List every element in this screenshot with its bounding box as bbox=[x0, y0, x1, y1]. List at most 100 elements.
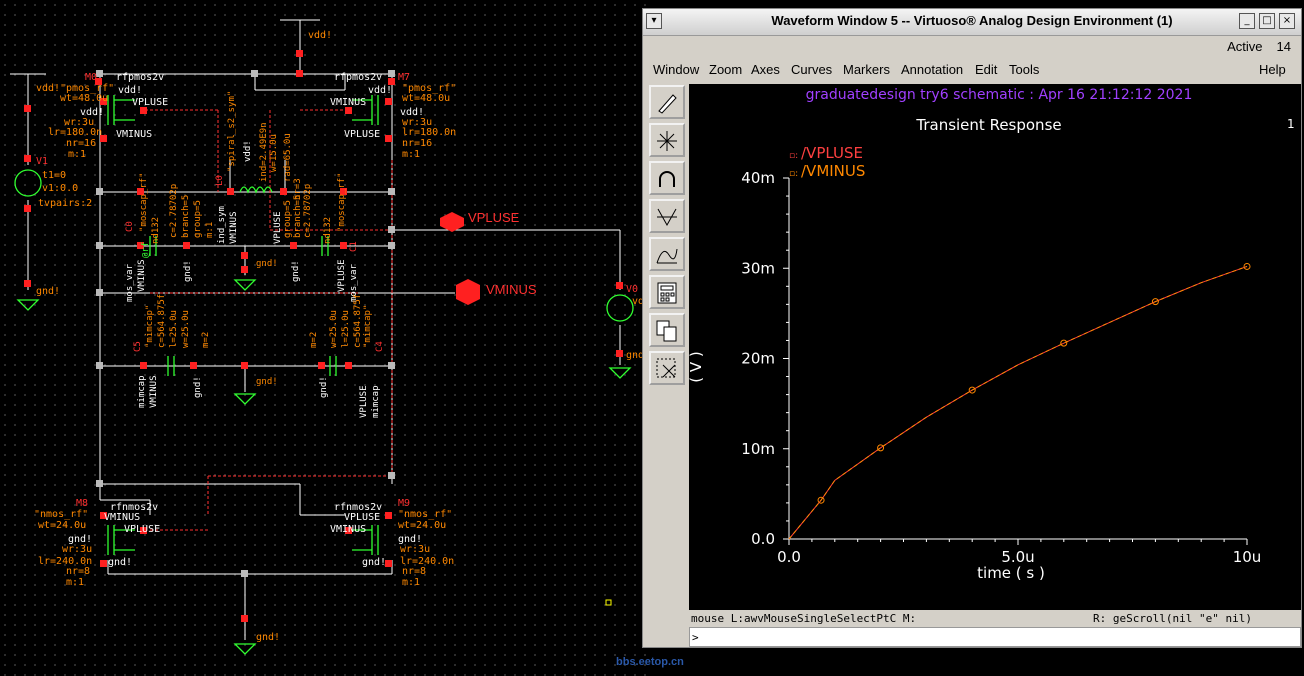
label-m0-lr: lr=180.0n bbox=[48, 127, 102, 138]
watermark: bbs.eetop.cn bbox=[616, 656, 684, 668]
pin-vpluse[interactable]: VPLUSE bbox=[468, 210, 520, 225]
label-l0: L0 bbox=[215, 175, 225, 186]
label-c0: C0 bbox=[125, 221, 135, 232]
menu-edit[interactable]: Edit bbox=[975, 62, 998, 77]
data-marker bbox=[877, 444, 885, 452]
label-gnd-c5b: gnd! bbox=[256, 377, 278, 387]
label-l0-sym: ind_sym bbox=[217, 206, 227, 244]
command-input[interactable]: > bbox=[689, 627, 1301, 647]
legend-vpluse: ▫: /VPLUSE bbox=[789, 144, 863, 162]
data-marker bbox=[1243, 262, 1251, 270]
label-m8-gnd: gnd! bbox=[68, 534, 92, 545]
close-button[interactable]: × bbox=[1279, 13, 1295, 29]
label-m8-m: m:1 bbox=[66, 577, 84, 588]
minimize-button[interactable]: _ bbox=[1239, 13, 1255, 29]
label-c4-mim: mimcap bbox=[371, 385, 381, 418]
label-m7-vminus: VMINUS bbox=[330, 97, 366, 108]
undo-curve-icon[interactable] bbox=[649, 161, 685, 195]
label-l0-rad: rad=65.0u bbox=[283, 133, 293, 182]
window-title: Waveform Window 5 -- Virtuoso® Analog De… bbox=[771, 13, 1173, 28]
label-l0-vpluse: VPLUSE bbox=[273, 211, 283, 244]
label-c1-c: c=2.78702p bbox=[303, 184, 313, 238]
menu-axes[interactable]: Axes bbox=[751, 62, 780, 77]
mouse-hint-left: mouse L:awvMouseSingleSelectPtC M: bbox=[691, 612, 917, 625]
x-tick-label: 5.0u bbox=[1001, 548, 1034, 566]
schematic-drawing: vdd! M0 rfpmos2v "pmos_rf" wt=48.0u vdd!… bbox=[10, 19, 646, 655]
waveform-window[interactable]: ▾ Waveform Window 5 -- Virtuoso® Analog … bbox=[642, 8, 1302, 648]
label-m7-vpluse: VPLUSE bbox=[344, 129, 380, 140]
label-m9-vminus: VMINUS bbox=[330, 524, 366, 535]
label-c1-group: group=5 bbox=[283, 200, 293, 238]
label-c5: C5 bbox=[133, 341, 143, 352]
label-gnd-c5: gnd! bbox=[193, 376, 203, 398]
label-c1-var: mos_var bbox=[349, 263, 359, 302]
label-m9-model: "nmos_rf" bbox=[398, 509, 452, 520]
menu-curves[interactable]: Curves bbox=[791, 62, 833, 77]
label-m9-nr: nr=8 bbox=[402, 566, 426, 577]
selection-marker bbox=[605, 599, 612, 606]
label-c4-model: "mimcap" bbox=[363, 305, 373, 348]
label-m8-vpluse: VPLUSE bbox=[124, 524, 160, 535]
label-m7-lr: lr=180.0n bbox=[402, 127, 456, 138]
pen-icon[interactable] bbox=[649, 85, 685, 119]
title-bar[interactable]: ▾ Waveform Window 5 -- Virtuoso® Analog … bbox=[643, 9, 1301, 36]
chart-svg: graduatedesign try6 schematic : Apr 16 2… bbox=[689, 87, 1295, 582]
copy-icon[interactable] bbox=[649, 313, 685, 347]
label-c5-c: c=564.875f bbox=[157, 294, 167, 348]
label-m0-wr: wr:3u bbox=[64, 117, 94, 128]
label-m0-vminus: VMINUS bbox=[116, 129, 152, 140]
label-m8-gnd2: gnd! bbox=[108, 557, 132, 568]
menu-window[interactable]: Window bbox=[653, 62, 700, 77]
y-tick-label: 20m bbox=[741, 350, 775, 368]
label-m7-model: "pmos_rf" bbox=[402, 83, 456, 94]
y-tick-label: 30m bbox=[741, 259, 775, 277]
scissors-icon[interactable] bbox=[649, 351, 685, 385]
menu-tools[interactable]: Tools bbox=[1009, 62, 1040, 77]
label-m7-type: rfpmos2v bbox=[334, 72, 382, 83]
label-c0-model: "moscap_rf" bbox=[139, 172, 149, 232]
menu-markers[interactable]: Markers bbox=[843, 62, 890, 77]
mouse-hint-bar: mouse L:awvMouseSingleSelectPtC M: R: ge… bbox=[689, 610, 1301, 626]
label-m0: M0 bbox=[85, 72, 97, 83]
label-c0-rf: @rf bbox=[141, 242, 151, 258]
label-gnd-c1: gnd! bbox=[291, 260, 301, 282]
data-marker bbox=[817, 496, 825, 504]
menu-annotation[interactable]: Annotation bbox=[901, 62, 964, 77]
label-c5-vminus: VMINUS bbox=[149, 375, 159, 408]
calculator-icon[interactable] bbox=[649, 275, 685, 309]
label-gnd-v0: gnd! bbox=[626, 350, 646, 361]
schematic-canvas[interactable]: vdd! M0 rfpmos2v "pmos_rf" wt=48.0u vdd!… bbox=[0, 0, 646, 676]
label-v0: V0 bbox=[626, 284, 638, 295]
label-m9-gnd: gnd! bbox=[398, 534, 422, 545]
label-m7-nr: nr=16 bbox=[402, 138, 432, 149]
label-m8-vminus: VMINUS bbox=[104, 512, 140, 523]
label-m8: M8 bbox=[76, 498, 88, 509]
pin-vminus[interactable]: VMINUS bbox=[486, 282, 537, 297]
plot-header: graduatedesign try6 schematic : Apr 16 2… bbox=[806, 87, 1193, 103]
label-m0-vdd: vdd! bbox=[118, 85, 142, 96]
sweep-icon[interactable] bbox=[649, 237, 685, 271]
x-tick-label: 10u bbox=[1233, 548, 1262, 566]
ac-curve-icon[interactable] bbox=[649, 199, 685, 233]
x-tick-label: 0.0 bbox=[777, 548, 801, 566]
label-c1: C1 bbox=[349, 241, 359, 252]
label-m7-m: m:1 bbox=[402, 149, 420, 160]
label-c5-mim: mimcap bbox=[137, 375, 147, 408]
label-m0-type: rfpmos2v bbox=[116, 72, 164, 83]
label-gnd-mid: gnd! bbox=[256, 259, 278, 269]
label-c0-var: mos_var bbox=[125, 263, 135, 302]
waveform-plot[interactable]: graduatedesign try6 schematic : Apr 16 2… bbox=[689, 84, 1301, 610]
plot-title: Transient Response bbox=[915, 116, 1061, 134]
status-label: Active bbox=[1227, 39, 1263, 54]
label-gnd-c4: gnd! bbox=[319, 376, 329, 398]
crosshair-icon[interactable] bbox=[649, 123, 685, 157]
label-c0-c: c=2.78702p bbox=[169, 184, 179, 238]
label-c1-nd: nd132 bbox=[323, 217, 333, 244]
label-c4-vpluse: VPLUSE bbox=[359, 385, 369, 418]
menu-help[interactable]: Help bbox=[1259, 62, 1286, 77]
window-menu-icon[interactable]: ▾ bbox=[646, 13, 662, 29]
label-v1: V1 bbox=[36, 156, 48, 167]
maximize-button[interactable]: □ bbox=[1259, 13, 1275, 29]
menu-zoom[interactable]: Zoom bbox=[709, 62, 743, 77]
label-m8-nr: nr=8 bbox=[66, 566, 90, 577]
